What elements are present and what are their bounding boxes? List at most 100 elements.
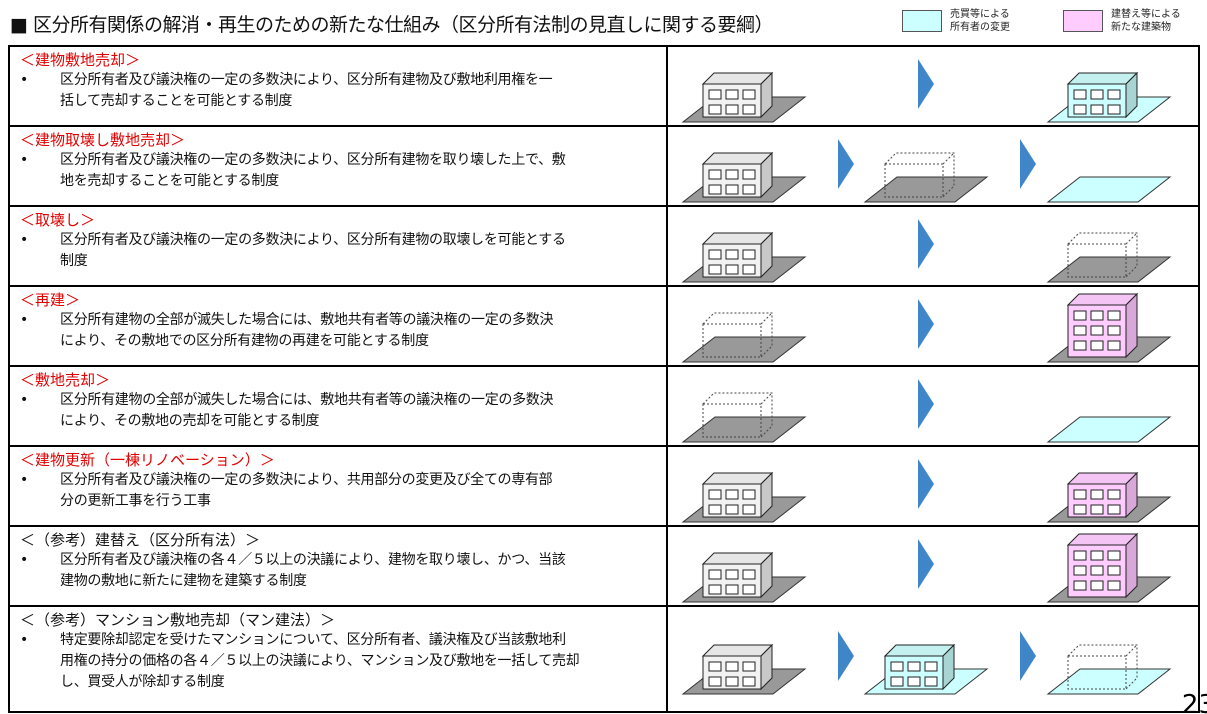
row-heading: ＜建物敷地売却＞ xyxy=(20,51,141,69)
bullet-item: •区分所有者及び議決権の一定の多数決により、区分所有建物及び敷地利用権を一括して… xyxy=(20,70,656,112)
row-illustration xyxy=(668,447,1198,525)
building-scene-dashed-gray-ground xyxy=(681,392,807,443)
bullet-item: • 区分所有者及び議決権の各４／５以上の決議により、建物を取り壊し、かつ、当該建物… xyxy=(20,550,656,592)
arrow-right-icon xyxy=(918,539,934,589)
bullet: • xyxy=(20,392,28,408)
row-illustration xyxy=(668,367,1198,445)
description-line: 括して売却することを可能とする制度 xyxy=(60,93,293,109)
building-scene-white-gray-ground xyxy=(681,643,807,695)
arrow-right-icon xyxy=(918,219,934,269)
arrow-right-icon xyxy=(918,459,934,509)
bullet-item: • 区分所有者及び議決権の一定の多数決により、区分所有建物を取り壊した上で、敷地を… xyxy=(20,150,656,192)
description-line: 区分所有者及び議決権の一定の多数決により、区分所有建物の取壊しを可能とする xyxy=(60,232,566,248)
bullet-item: • 区分所有者及び議決権の一定の多数決により、共用部分の変更及び全ての専有部分の更… xyxy=(20,470,656,512)
bullet-item: •区分所有者及び議決権の一定の多数決により、区分所有建物の取壊しを可能とする制度 xyxy=(20,230,656,272)
bullet: • xyxy=(20,312,28,328)
building-scene-dashed-cyan-ground xyxy=(1046,644,1172,695)
row-illustration xyxy=(668,527,1198,605)
building-scene-none-cyan-ground xyxy=(1046,416,1172,443)
arrow-right-icon xyxy=(1020,139,1036,189)
bullet: • xyxy=(20,632,28,648)
row-description: ＜建物更新（一棟リノベーション）＞ • 区分所有者及び議決権の一定の多数決により、… xyxy=(10,447,668,525)
row-heading: ＜建物取壊し敷地売却＞ xyxy=(20,131,186,149)
row-illustration xyxy=(668,607,1198,711)
description-line: 区分所有建物の全部が滅失した場合には、敷地共有者等の議決権の一定の多数決 xyxy=(60,392,554,408)
row-illustration xyxy=(668,127,1198,205)
page-number: 23 xyxy=(1181,690,1207,714)
bullet: • xyxy=(20,72,28,88)
row-description: ＜（参考）マンション敷地売却（マン建法）＞ • 特定要除却認定を受けたマンションに… xyxy=(10,607,668,711)
description-line: 区分所有者及び議決権の各４／５以上の決議により、建物を取り壊し、かつ、当該 xyxy=(60,552,566,568)
table-row: ＜敷地売却＞ • 区分所有建物の全部が滅失した場合には、敷地共有者等の議決権の一定… xyxy=(10,367,1198,447)
row-heading: ＜（参考）マンション敷地売却（マン建法）＞ xyxy=(20,611,336,629)
description-line: 用権の持分の価格の各４／５以上の決議により、マンション及び敷地を一括して売却 xyxy=(60,653,580,669)
legend-ownership-change: 売買等による所有者の変更 xyxy=(902,8,1010,34)
row-description: ＜建物取壊し敷地売却＞ • 区分所有者及び議決権の一定の多数決により、区分所有建物… xyxy=(10,127,668,205)
description-line: 制度 xyxy=(60,253,88,269)
table-row: ＜再建＞ • 区分所有建物の全部が滅失した場合には、敷地共有者等の議決権の一定の多… xyxy=(10,287,1198,367)
bullet-item: • 区分所有建物の全部が滅失した場合には、敷地共有者等の議決権の一定の多数決により… xyxy=(20,310,656,352)
bullet: • xyxy=(20,552,28,568)
page-title: ■ 区分所有関係の解消・再生のための新たな仕組み（区分所有法制の見直しに関する要… xyxy=(10,14,774,36)
row-heading: ＜敷地売却＞ xyxy=(20,371,111,389)
table-row: ＜建物敷地売却＞ •区分所有者及び議決権の一定の多数決により、区分所有建物及び敷… xyxy=(10,47,1198,127)
table-row: ＜取壊し＞ •区分所有者及び議決権の一定の多数決により、区分所有建物の取壊しを可… xyxy=(10,207,1198,287)
legend-new-building: 建替え等による新たな建築物 xyxy=(1063,8,1181,34)
scheme-table: ＜建物敷地売却＞ •区分所有者及び議決権の一定の多数決により、区分所有建物及び敷… xyxy=(8,45,1200,713)
legend-text: 売買等による xyxy=(950,9,1010,20)
row-description: ＜敷地売却＞ • 区分所有建物の全部が滅失した場合には、敷地共有者等の議決権の一定… xyxy=(10,367,668,445)
bullet: • xyxy=(20,472,28,488)
legend-swatch-pink xyxy=(1063,10,1103,32)
table-row: ＜建物取壊し敷地売却＞ • 区分所有者及び議決権の一定の多数決により、区分所有建物… xyxy=(10,127,1198,207)
building-scene-white-gray-ground xyxy=(681,231,807,283)
description-line: により、その敷地での区分所有建物の再建を可能とする制度 xyxy=(60,333,429,349)
table-row: ＜建物更新（一棟リノベーション）＞ • 区分所有者及び議決権の一定の多数決により、… xyxy=(10,447,1198,527)
building-scene-white-gray-ground xyxy=(681,551,807,603)
building-scene-dashed-gray-ground xyxy=(863,152,989,203)
row-illustration xyxy=(668,287,1198,365)
building-scene-pink-tall-gray-ground xyxy=(1046,292,1172,363)
legend-text: 所有者の変更 xyxy=(950,22,1010,33)
bullet-item: •区分所有建物の全部が滅失した場合には、敷地共有者等の議決権の一定の多数決により… xyxy=(20,390,656,432)
description-line: 地を売却することを可能とする制度 xyxy=(60,173,279,189)
row-description: ＜再建＞ • 区分所有建物の全部が滅失した場合には、敷地共有者等の議決権の一定の多… xyxy=(10,287,668,365)
legend-text: 建替え等による xyxy=(1111,9,1181,20)
building-scene-cyan-cyan-ground xyxy=(1046,71,1172,123)
building-scene-white-gray-ground xyxy=(681,471,807,523)
description-line: 区分所有建物の全部が滅失した場合には、敷地共有者等の議決権の一定の多数決 xyxy=(60,312,554,328)
row-description: ＜（参考）建替え（区分所有法）＞ •区分所有者及び議決権の各４／５以上の決議によ… xyxy=(10,527,668,605)
building-scene-cyan-cyan-ground xyxy=(863,643,989,695)
legend-swatch-cyan xyxy=(902,10,942,32)
table-row: ＜（参考）マンション敷地売却（マン建法）＞ • 特定要除却認定を受けたマンションに… xyxy=(10,607,1198,711)
description-line: 区分所有者及び議決権の一定の多数決により、区分所有建物を取り壊した上で、敷 xyxy=(60,152,566,168)
description-line: 区分所有者及び議決権の一定の多数決により、共用部分の変更及び全ての専有部 xyxy=(60,472,553,488)
arrow-right-icon xyxy=(918,59,934,109)
description-line: 建物の敷地に新たに建物を建築する制度 xyxy=(60,573,307,589)
arrow-right-icon xyxy=(1020,631,1036,681)
bullet: • xyxy=(20,152,28,168)
row-description: ＜建物敷地売却＞ •区分所有者及び議決権の一定の多数決により、区分所有建物及び敷… xyxy=(10,47,668,125)
row-heading: ＜再建＞ xyxy=(20,291,81,309)
row-illustration xyxy=(668,47,1198,125)
building-scene-dashed-gray-ground xyxy=(1046,232,1172,283)
building-scene-dashed-gray-ground xyxy=(681,312,807,363)
building-scene-pink-gray-ground xyxy=(1046,471,1172,523)
description-line: 分の更新工事を行う工事 xyxy=(60,493,211,509)
building-scene-pink-tall-gray-ground xyxy=(1046,532,1172,603)
bullet-item: • 特定要除却認定を受けたマンションについて、区分所有者、議決権及び当該敷地利用権… xyxy=(20,630,656,693)
row-heading: ＜建物更新（一棟リノベーション）＞ xyxy=(20,451,275,469)
description-line: 特定要除却認定を受けたマンションについて、区分所有者、議決権及び当該敷地利 xyxy=(60,632,566,648)
arrow-right-icon xyxy=(838,631,854,681)
arrow-right-icon xyxy=(838,139,854,189)
building-scene-white-gray-ground xyxy=(681,71,807,123)
legend-text: 新たな建築物 xyxy=(1111,22,1171,33)
row-description: ＜取壊し＞ •区分所有者及び議決権の一定の多数決により、区分所有建物の取壊しを可… xyxy=(10,207,668,285)
description-line: し、買受人が除却する制度 xyxy=(60,674,225,690)
row-heading: ＜取壊し＞ xyxy=(20,211,96,229)
arrow-right-icon xyxy=(918,299,934,349)
row-illustration xyxy=(668,207,1198,285)
arrow-right-icon xyxy=(918,379,934,429)
table-row: ＜（参考）建替え（区分所有法）＞ •区分所有者及び議決権の各４／５以上の決議によ… xyxy=(10,527,1198,607)
building-scene-none-cyan-ground xyxy=(1046,176,1172,203)
